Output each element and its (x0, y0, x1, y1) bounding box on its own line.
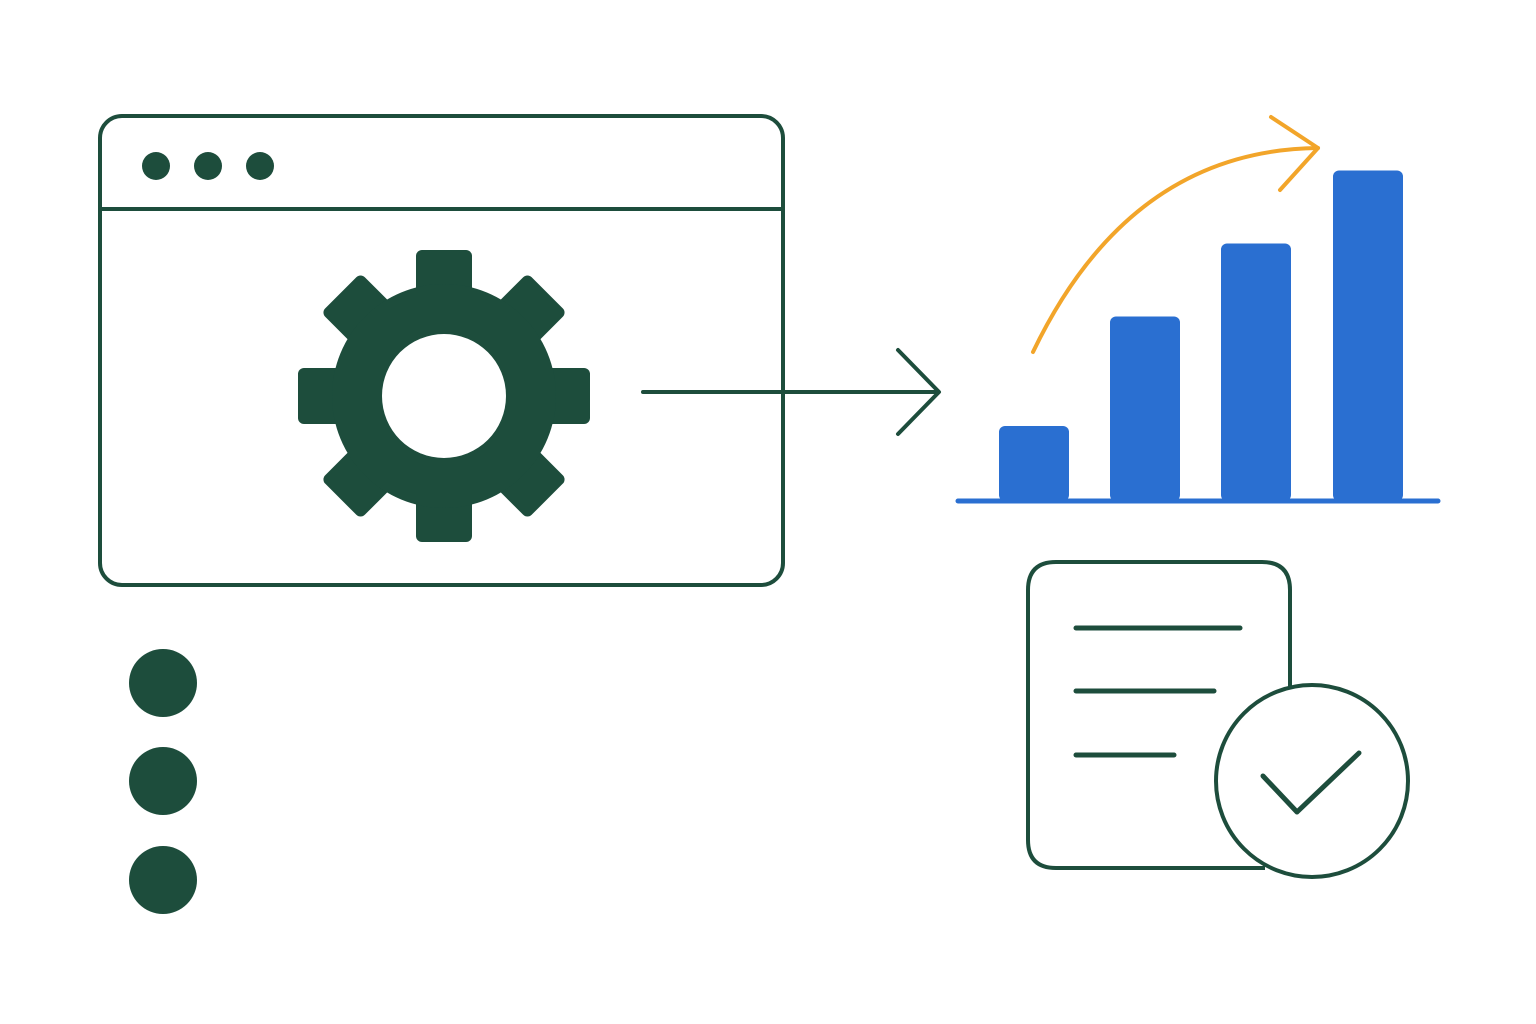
gear-hole (382, 334, 506, 458)
trend-up-arrow-icon (1031, 115, 1320, 354)
ellipsis-dot-2 (129, 747, 197, 815)
document-icon (1026, 560, 1292, 870)
right-arrow-icon (641, 348, 941, 436)
ellipsis-dot-3 (129, 846, 197, 914)
bar-chart-icon (955, 170, 1441, 504)
window-frame (98, 114, 785, 587)
window-dot-3 (246, 152, 274, 180)
chart-bar-3 (1221, 243, 1291, 501)
browser-window-icon (98, 114, 785, 587)
chart-bar-4 (1333, 170, 1403, 501)
ellipsis-dot-1 (129, 649, 197, 717)
chart-bar-2 (1110, 316, 1180, 501)
gear-icon (298, 250, 590, 542)
chart-bar-1 (999, 426, 1069, 501)
document-outline (1026, 560, 1292, 870)
vertical-ellipsis-icon (129, 649, 197, 914)
window-dot-2 (194, 152, 222, 180)
window-dot-1 (142, 152, 170, 180)
check-circle-icon (1214, 683, 1410, 879)
